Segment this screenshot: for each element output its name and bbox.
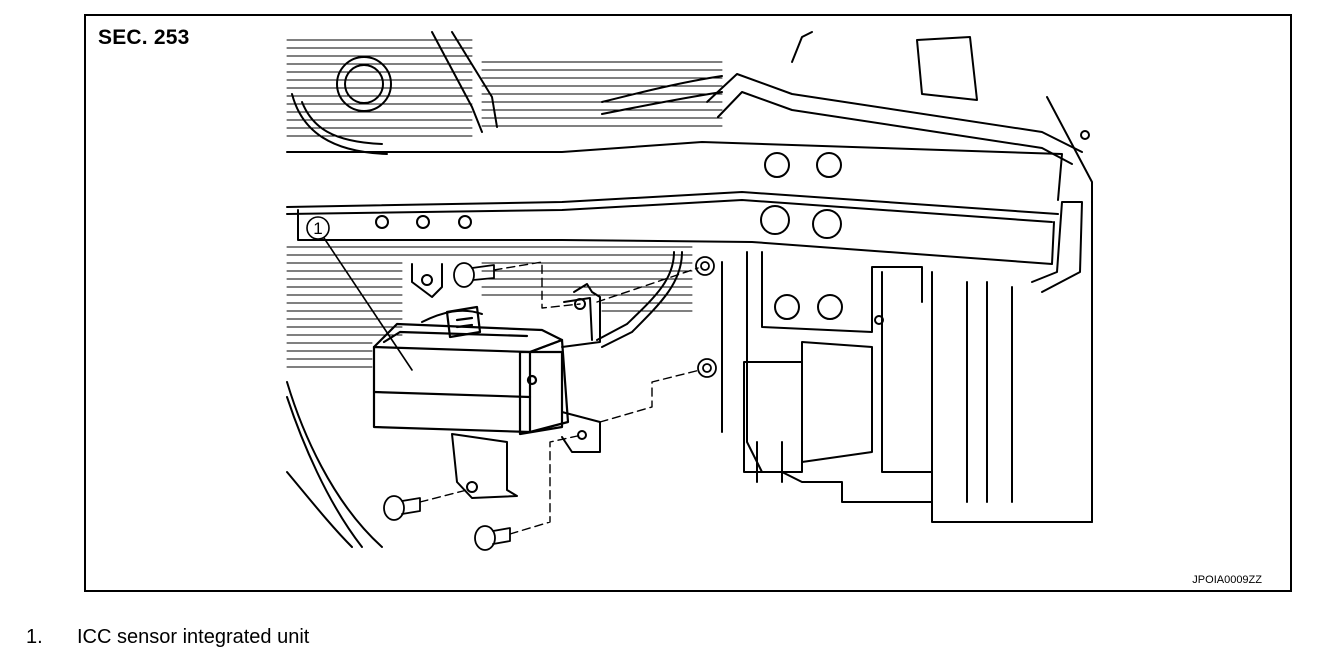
section-label: SEC. 253 [98,26,190,49]
installation-dash-lines [419,261,701,535]
bolt-lower-middle [474,525,511,551]
icc-sensor-integrated-unit [372,305,570,436]
mounting-brackets [451,283,601,499]
icc-sensor-installation-illustration: 1 [286,31,1093,551]
legend-item-number: 1. [26,626,43,648]
legend: 1. ICC sensor integrated unit [0,626,1328,656]
upper-right-bracket [706,31,1093,523]
wire-harness [421,251,683,348]
nut-lower-right [697,358,717,378]
brake-disc-outline [286,381,383,548]
callout-1-number: 1 [313,219,322,238]
bolts [383,256,717,551]
lower-frame-structure [411,251,1093,523]
bolt-upper-left [453,262,495,288]
figure-frame: 1 SEC. 253 JPOIA0009ZZ [84,14,1292,592]
legend-item-label: ICC sensor integrated unit [77,626,310,648]
bolt-lower-left [383,495,421,521]
cross-member-beam [286,141,1063,265]
nut-upper-right [695,256,715,276]
figure-id: JPOIA0009ZZ [1192,574,1262,586]
callout-1-pointer [306,216,413,371]
